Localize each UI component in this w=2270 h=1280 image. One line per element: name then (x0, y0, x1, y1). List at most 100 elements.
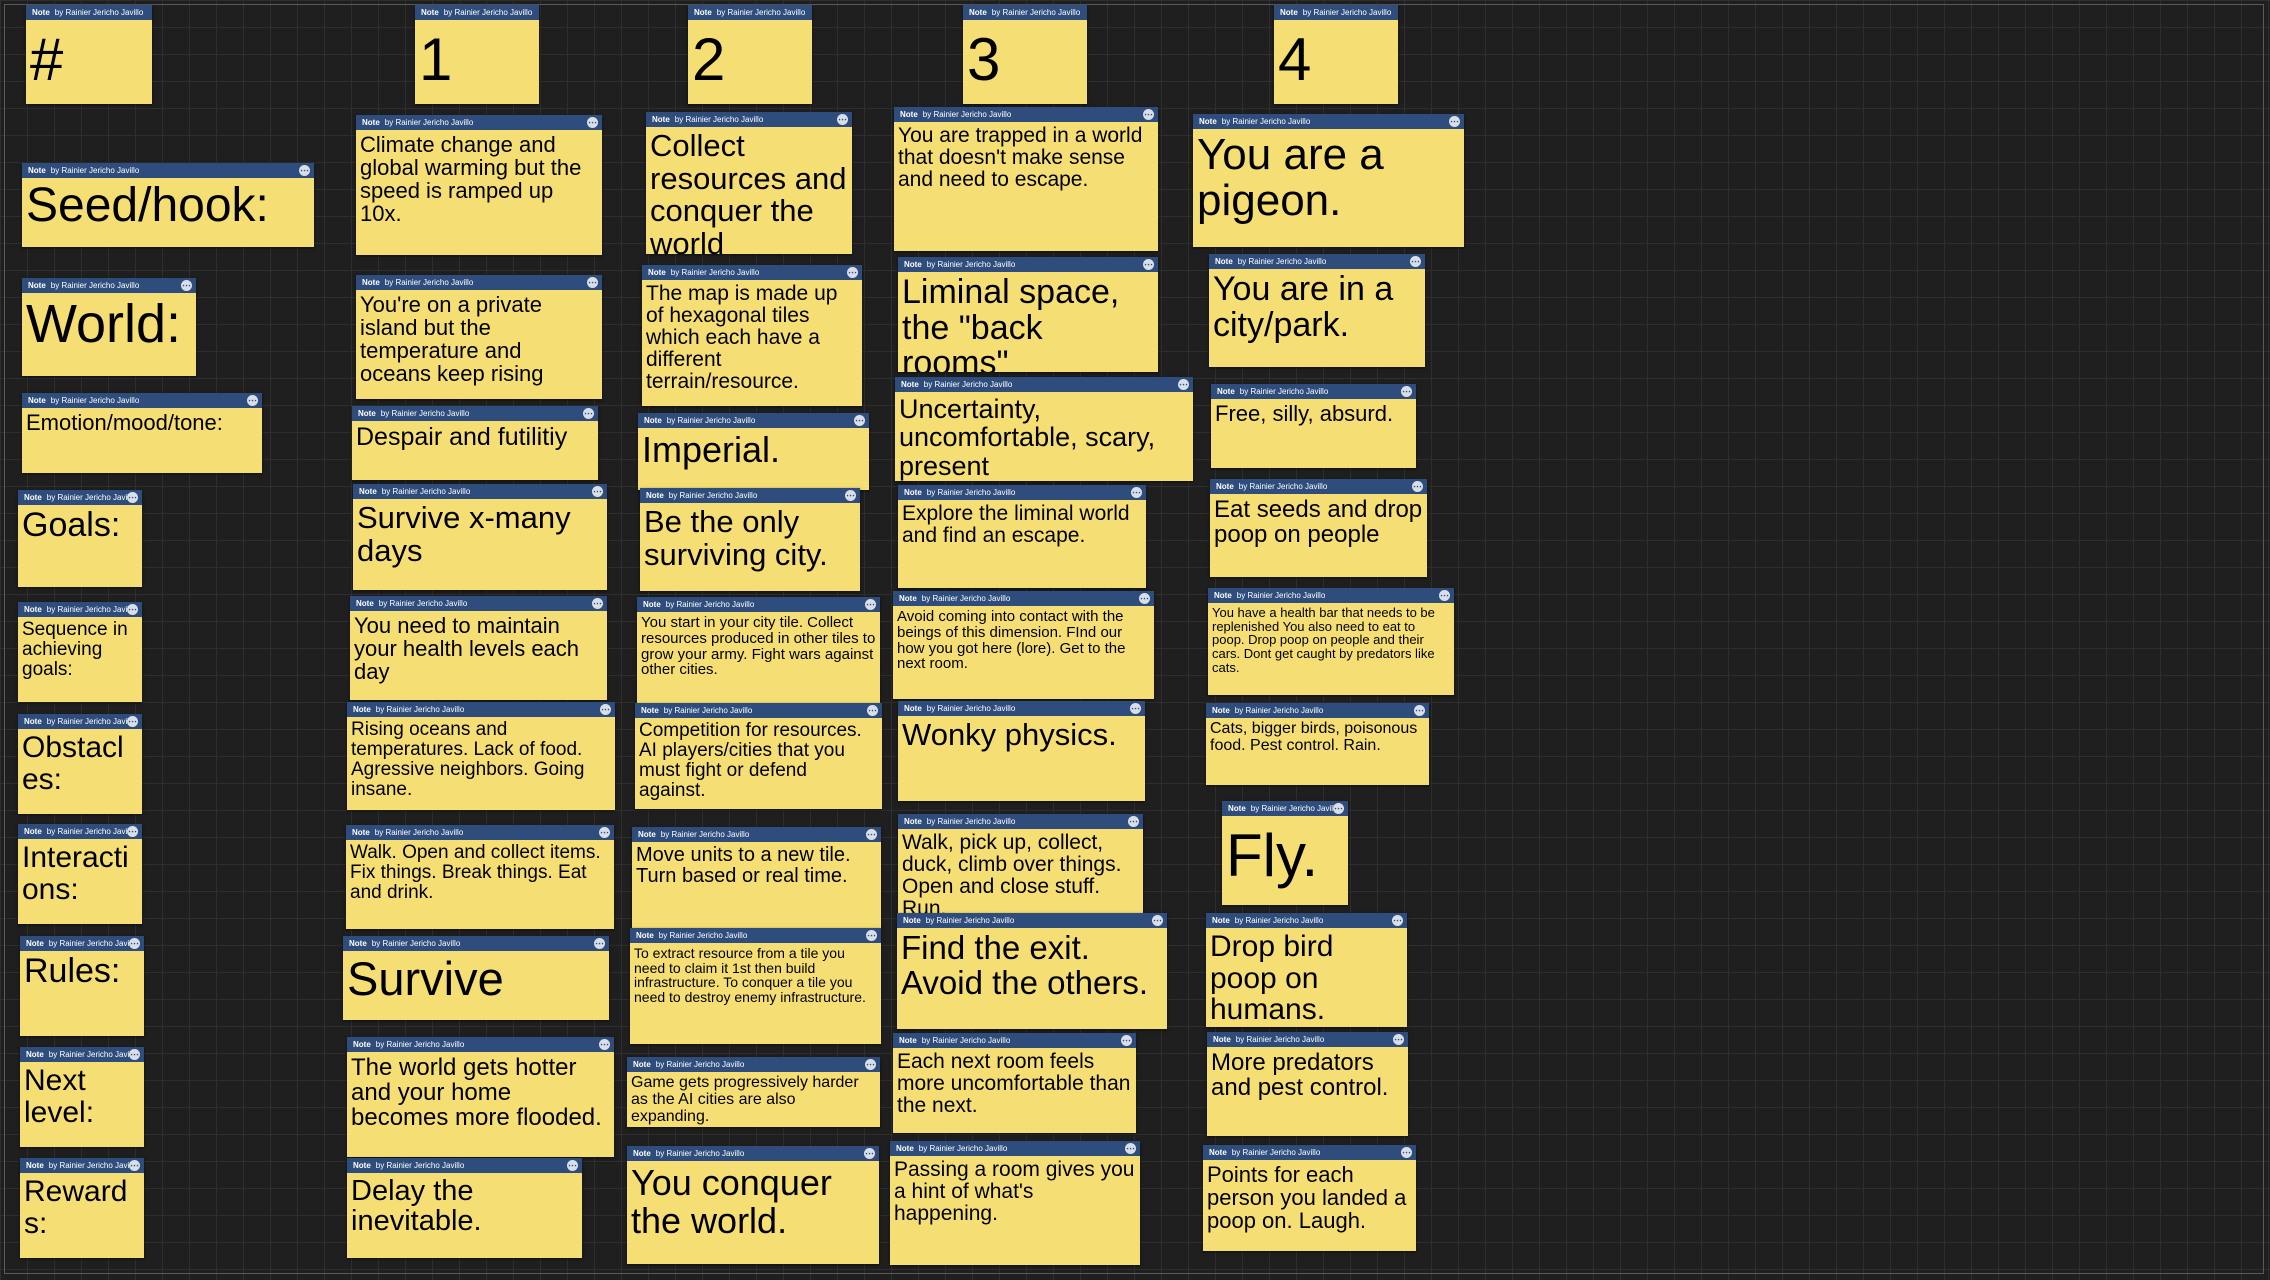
note-menu-icon[interactable]: ⋯ (865, 599, 876, 610)
note-menu-icon[interactable]: ⋯ (866, 829, 877, 840)
note-menu-icon[interactable]: ⋯ (867, 705, 878, 716)
note-text[interactable]: World: (26, 294, 182, 354)
note-text[interactable]: Interactions: (22, 841, 129, 906)
note-text[interactable]: Despair and futilitiy (356, 423, 568, 451)
note-menu-icon[interactable]: ⋯ (847, 267, 858, 278)
note-menu-icon[interactable]: ⋯ (592, 598, 603, 609)
note-text[interactable]: Rules: (24, 952, 121, 990)
note-menu-icon[interactable]: ⋯ (845, 490, 856, 501)
note-text[interactable]: Climate change and global warming but th… (360, 132, 582, 227)
note-text[interactable]: Find the exit. Avoid the others. (901, 929, 1149, 1001)
note-menu-icon[interactable]: ⋯ (1178, 379, 1189, 390)
note-menu-icon[interactable]: ⋯ (1152, 915, 1163, 926)
note-menu-icon[interactable]: ⋯ (1410, 256, 1421, 267)
note-menu-icon[interactable]: ⋯ (1121, 1035, 1132, 1046)
note-text[interactable]: You're on a private island but the tempe… (360, 292, 544, 387)
note-text[interactable]: You need to maintain your health levels … (354, 613, 580, 685)
note-text[interactable]: Emotion/mood/tone: (26, 410, 223, 435)
note-text[interactable]: Cats, bigger birds, poisonous food. Pest… (1210, 720, 1418, 754)
note-menu-icon[interactable]: ⋯ (592, 486, 603, 497)
note-menu-icon[interactable]: ⋯ (127, 826, 138, 837)
note-menu-icon[interactable]: ⋯ (866, 930, 877, 941)
note-menu-icon[interactable]: ⋯ (1125, 1143, 1136, 1154)
note-text[interactable]: 2 (692, 26, 726, 93)
note-text[interactable]: Rising oceans and temperatures. Lack of … (351, 719, 585, 800)
note-menu-icon[interactable]: ⋯ (587, 277, 598, 288)
note-text[interactable]: Passing a room gives you a hint of what'… (894, 1158, 1135, 1226)
note-text[interactable]: Delay the inevitable. (351, 1175, 482, 1238)
note-text[interactable]: Each next room feels more uncomfortable … (897, 1050, 1131, 1118)
note-menu-icon[interactable]: ⋯ (1130, 703, 1141, 714)
note-menu-icon[interactable]: ⋯ (1401, 1147, 1412, 1158)
note-text[interactable]: The map is made up of hexagonal tiles wh… (646, 282, 838, 394)
note-menu-icon[interactable]: ⋯ (129, 1049, 140, 1060)
note-menu-icon[interactable]: ⋯ (1128, 816, 1139, 827)
note-text[interactable]: Wonky physics. (902, 717, 1117, 752)
note-text[interactable]: Rewards: (24, 1175, 128, 1240)
note-text[interactable]: Obstacles: (22, 731, 124, 796)
note-text[interactable]: Survive (347, 952, 504, 1005)
note-text[interactable]: Move units to a new tile. Turn based or … (636, 844, 851, 887)
note-text[interactable]: You are in a city/park. (1213, 270, 1394, 344)
note-text[interactable]: Imperial. (642, 429, 781, 470)
note-text[interactable]: Eat seeds and drop poop on people (1214, 496, 1423, 549)
note-menu-icon[interactable]: ⋯ (247, 395, 258, 406)
